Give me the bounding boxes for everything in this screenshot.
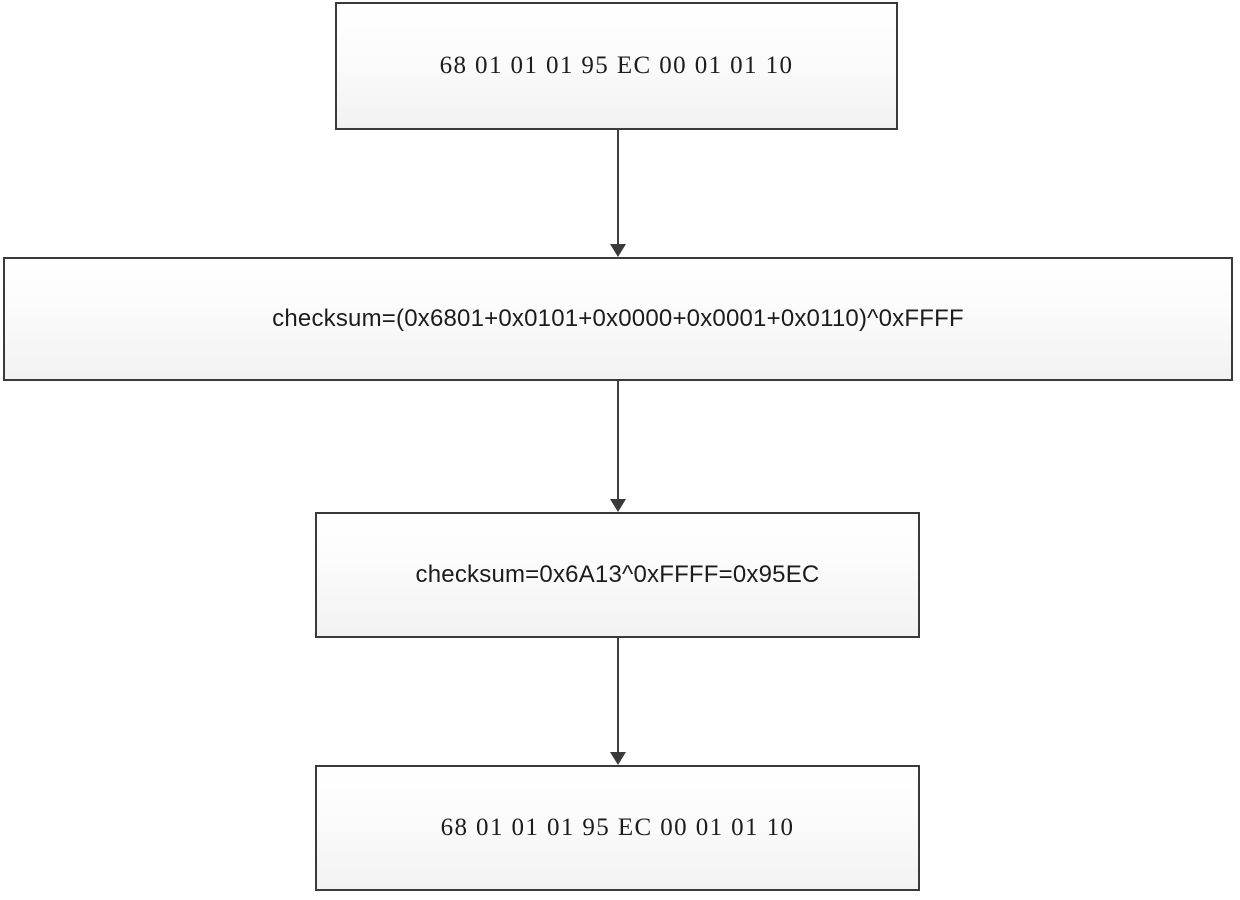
arrowhead-icon	[610, 244, 626, 257]
node-checksum-result-label: checksum=0x6A13^0xFFFF=0x95EC	[415, 561, 820, 588]
node-packet-out-label: 68 01 01 01 95 EC 00 01 01 10	[440, 814, 795, 841]
edge-packet-in-to-formula	[608, 130, 628, 257]
edge-line	[617, 638, 619, 753]
node-packet-out[interactable]: 68 01 01 01 95 EC 00 01 01 10	[315, 765, 920, 891]
node-checksum-formula[interactable]: checksum=(0x6801+0x0101+0x0000+0x0001+0x…	[3, 257, 1233, 381]
edge-line	[617, 381, 619, 500]
edge-line	[617, 130, 619, 245]
node-packet-in-label: 68 01 01 01 95 EC 00 01 01 10	[439, 52, 794, 79]
node-checksum-result[interactable]: checksum=0x6A13^0xFFFF=0x95EC	[315, 512, 920, 638]
node-checksum-formula-label: checksum=(0x6801+0x0101+0x0000+0x0001+0x…	[272, 305, 964, 332]
edge-formula-to-result	[608, 381, 628, 512]
edge-result-to-packet-out	[608, 638, 628, 765]
arrowhead-icon	[610, 752, 626, 765]
node-packet-in[interactable]: 68 01 01 01 95 EC 00 01 01 10	[335, 2, 898, 130]
arrowhead-icon	[610, 499, 626, 512]
